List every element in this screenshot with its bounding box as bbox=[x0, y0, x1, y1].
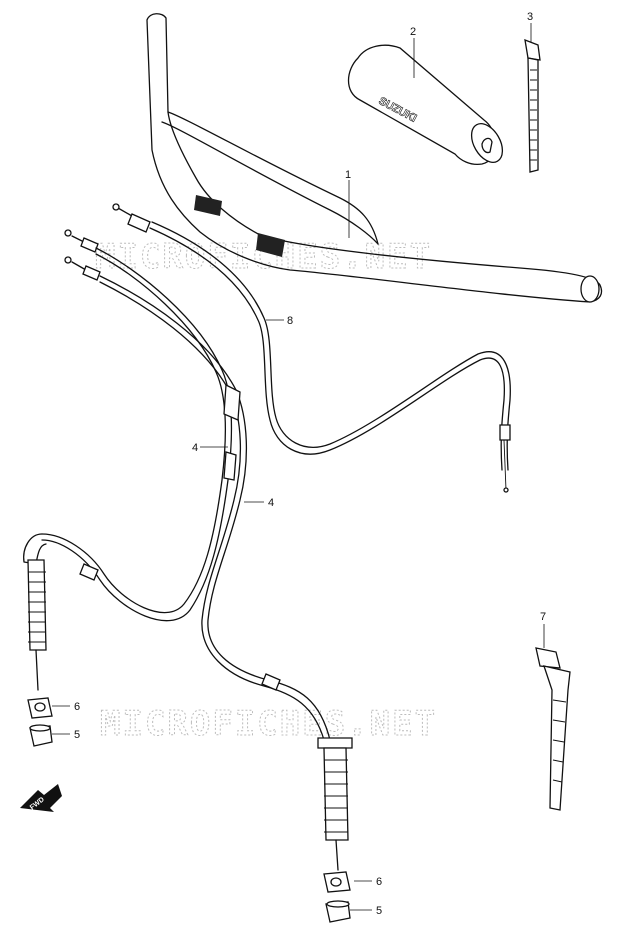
handlebar-pad: SUZUKI bbox=[347, 44, 504, 166]
callout-4b: 4 bbox=[268, 497, 274, 509]
callout-5b: 5 bbox=[376, 905, 382, 917]
cable-clamp bbox=[535, 647, 571, 811]
callout-3: 3 bbox=[527, 11, 533, 23]
brake-cable-center bbox=[64, 256, 353, 871]
adjuster-nut-left bbox=[29, 724, 53, 747]
callouts: 1 2 3 4 4 5 5 6 6 7 8 bbox=[74, 11, 546, 917]
callout-2: 2 bbox=[410, 26, 416, 38]
clutch-cable-left bbox=[23, 229, 233, 691]
callout-6b: 6 bbox=[376, 876, 382, 888]
leader-lines bbox=[52, 23, 545, 911]
throttle-cable bbox=[112, 203, 511, 493]
handlebar bbox=[146, 13, 603, 303]
callout-4a: 4 bbox=[192, 442, 198, 454]
adjuster-cap-left bbox=[27, 697, 53, 719]
callout-6a: 6 bbox=[74, 701, 80, 713]
callout-8: 8 bbox=[287, 315, 293, 327]
cable-guide bbox=[223, 383, 241, 481]
callout-7: 7 bbox=[540, 611, 546, 623]
callout-5a: 5 bbox=[74, 729, 80, 741]
adjuster-cap-right bbox=[323, 871, 351, 893]
callout-1: 1 bbox=[345, 169, 351, 181]
forward-arrow: FWD bbox=[20, 784, 62, 812]
adjuster-nut-right bbox=[325, 900, 351, 923]
watermark-bottom: MICROFICHES.NET bbox=[100, 704, 437, 744]
cable-tie bbox=[524, 38, 541, 173]
